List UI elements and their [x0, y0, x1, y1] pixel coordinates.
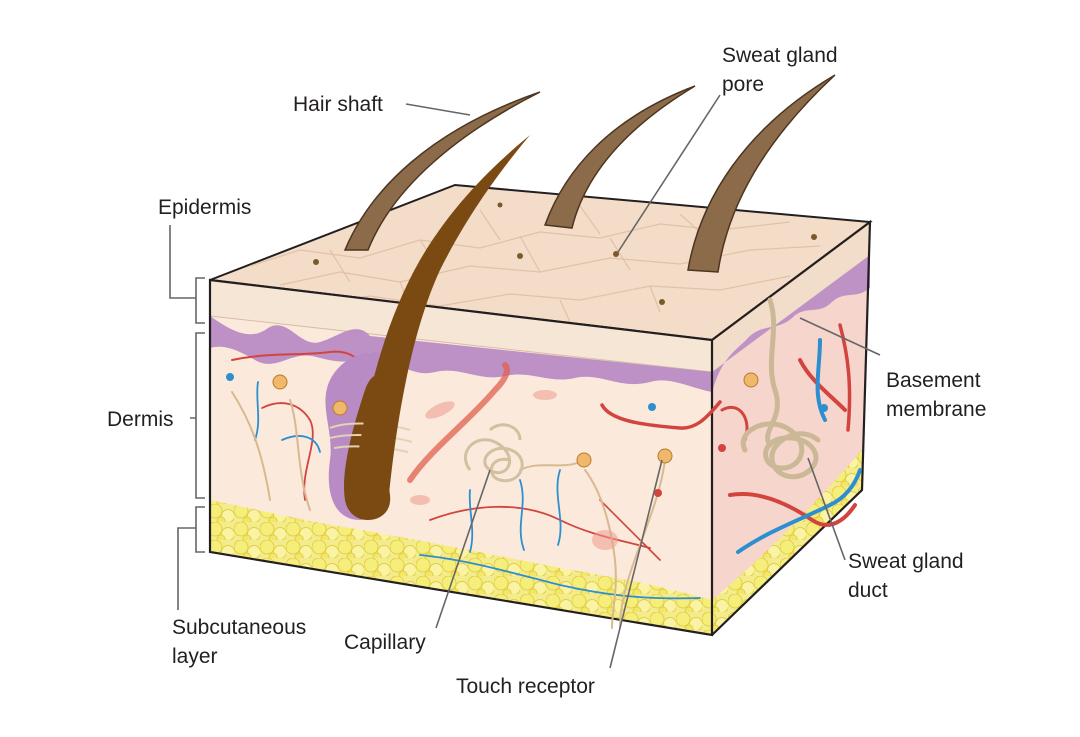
epidermis-side-right: [712, 222, 870, 372]
hair-shaft-1: [343, 91, 541, 251]
basement-membrane-right: [712, 255, 870, 392]
label-subcutaneous-line1: Subcutaneous: [172, 616, 306, 639]
block-outline-right: [711, 219, 872, 636]
hair-shaft-3: [687, 74, 836, 273]
subcutaneous-fat-right: [712, 450, 862, 635]
touch-receptors: [272, 372, 759, 468]
label-epidermis: Epidermis: [158, 196, 251, 219]
dermis-spots: [410, 390, 618, 550]
hair-shaft-2: [543, 85, 696, 229]
label-touch-receptor: Touch receptor: [456, 675, 595, 698]
sweat-pores: [313, 202, 817, 305]
leader-lines: [405, 94, 881, 669]
label-basement-membrane-line1: Basement: [886, 369, 981, 392]
cell-dots: [226, 373, 828, 497]
label-sweat-gland-duct-line1: Sweat gland: [848, 550, 964, 573]
label-sweat-gland-pore-line2: pore: [722, 73, 764, 96]
sweat-gland-coil-front: [463, 423, 524, 483]
subcutaneous-fat-front: [210, 500, 712, 635]
label-basement-membrane-line2: membrane: [886, 398, 986, 421]
basement-membrane: [210, 316, 712, 392]
bracket-dermis: [190, 332, 205, 499]
label-hair-shaft: Hair shaft: [293, 93, 383, 116]
label-sweat-gland-pore-line1: Sweat gland: [722, 44, 838, 67]
bracket-subcutaneous: [177, 506, 205, 610]
sweat-gland-coil-right: [740, 297, 821, 480]
label-subcutaneous-line2: layer: [172, 645, 218, 668]
label-capillary: Capillary: [344, 631, 426, 654]
label-dermis: Dermis: [107, 408, 174, 431]
hair-shaft-long: [352, 135, 530, 505]
label-sweat-gland-duct-line2: duct: [848, 579, 888, 602]
bracket-epidermis: [169, 225, 205, 324]
